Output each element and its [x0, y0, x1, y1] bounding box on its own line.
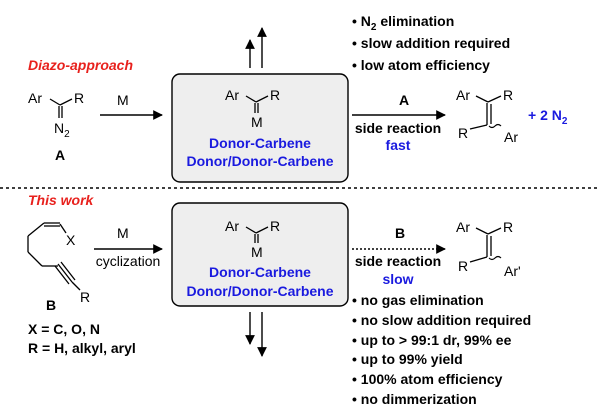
top-bullet-2: • slow addition required: [352, 35, 510, 51]
carbene-top-line1: Donor-Carbene: [209, 135, 311, 151]
arrow2-side-reaction: side reaction: [355, 120, 441, 136]
top-bullet-1: • N2 elimination: [352, 13, 454, 33]
reagent-A-ar: Ar: [28, 90, 42, 106]
carbene-bottom-ar: Ar: [225, 218, 239, 234]
top-bullet-1-text: N2 elimination: [361, 13, 454, 33]
byproduct-n2: + 2 N2: [528, 107, 568, 127]
carbene-top-m: M: [251, 114, 263, 130]
top-product-r1: R: [503, 87, 513, 103]
reagent-A: Ar R N2 A: [28, 90, 84, 163]
reagent-B-r: R: [80, 289, 90, 305]
bottom-bullet-4: • up to 99% yield: [352, 351, 463, 367]
arrow4-top-label: B: [395, 225, 405, 241]
top-product-ar1: Ar: [456, 87, 470, 103]
arrow3-cyclization: cyclization: [96, 253, 161, 269]
carbene-top-line2: Donor/Donor-Carbene: [187, 153, 334, 169]
bottom-bullet-6: • no dimmerization: [352, 391, 477, 407]
bottom-bullet-5: • 100% atom efficiency: [352, 371, 503, 387]
diazo-approach-label: Diazo-approach: [28, 57, 133, 73]
top-bullets: • N2 elimination • slow addition require…: [352, 13, 510, 73]
reagent-A-n2: N2: [54, 120, 70, 140]
arrow3-top-label: M: [117, 225, 129, 241]
reagent-A-label: A: [55, 147, 65, 163]
carbene-bottom-r: R: [270, 218, 280, 234]
reagent-B-x: X: [66, 232, 76, 248]
carbene-bottom-line1: Donor-Carbene: [209, 264, 311, 280]
top-bullet-3: • low atom efficiency: [352, 57, 490, 73]
bottom-bullet-2: • no slow addition required: [352, 312, 531, 328]
bottom-product: Ar R R Ar': [456, 219, 521, 279]
carbene-top-ar: Ar: [225, 87, 239, 103]
substituent-r: R = H, alkyl, aryl: [28, 340, 136, 356]
arrow4-slow: slow: [382, 271, 413, 287]
top-product-ar2: Ar: [504, 129, 518, 145]
carbene-bottom-line2: Donor/Donor-Carbene: [187, 283, 334, 299]
carbene-top-r: R: [270, 87, 280, 103]
reagent-A-r: R: [74, 90, 84, 106]
carbene-bottom-m: M: [251, 244, 263, 260]
arrow2-top-label: A: [399, 92, 409, 108]
top-product-r2: R: [458, 125, 468, 141]
bottom-product-r1: R: [503, 219, 513, 235]
bottom-product-ar1: Ar: [456, 219, 470, 235]
arrow2-fast: fast: [386, 137, 411, 153]
arrow1-top-label: M: [117, 92, 129, 108]
top-product: Ar R R Ar: [456, 87, 518, 145]
this-work-label: This work: [28, 192, 95, 208]
reagent-B: X R B: [27, 222, 90, 313]
reagent-B-label: B: [46, 297, 56, 313]
carbene-box-bottom: Ar R M Donor-Carbene Donor/Donor-Carbene: [171, 202, 349, 307]
bottom-product-ar2: Ar': [504, 263, 521, 279]
substituent-x: X = C, O, N: [28, 321, 100, 337]
carbene-box-top: Ar R M Donor-Carbene Donor/Donor-Carbene: [171, 73, 349, 183]
bottom-bullets: • no gas elimination • no slow addition …: [352, 292, 531, 407]
bottom-product-r2: R: [458, 258, 468, 274]
bottom-bullet-3: • up to > 99:1 dr, 99% ee: [352, 332, 512, 348]
bottom-bullet-1: • no gas elimination: [352, 292, 484, 308]
arrow4-side-reaction: side reaction: [355, 253, 441, 269]
